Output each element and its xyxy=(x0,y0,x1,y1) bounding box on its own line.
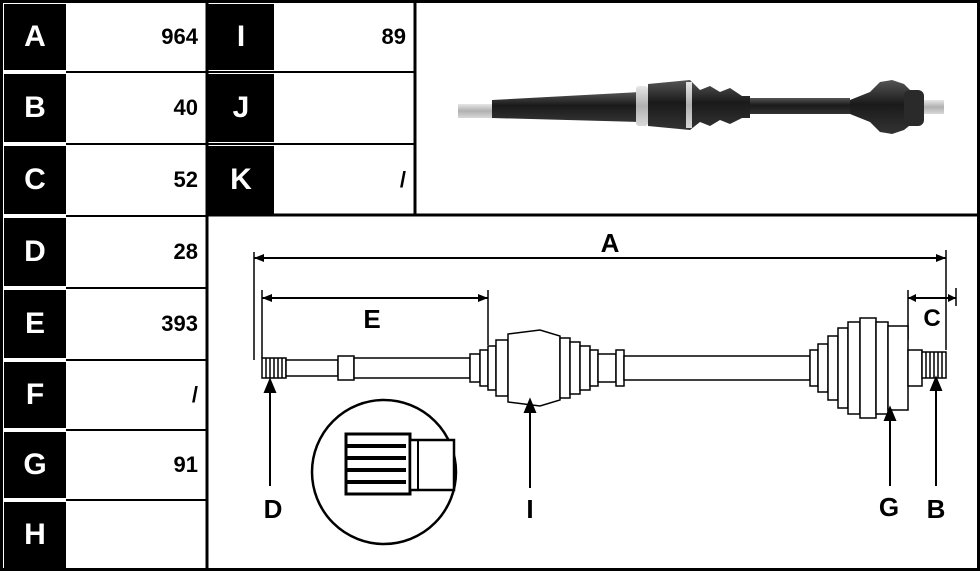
label-e: E xyxy=(363,304,380,334)
key-cell-h: H xyxy=(4,502,66,568)
key-cell-i: I xyxy=(208,4,274,70)
dimension-c: C xyxy=(907,288,957,340)
label-i: I xyxy=(526,494,533,524)
key-cell-a: A xyxy=(4,4,66,70)
value-cell-a: 964 xyxy=(68,4,206,70)
key-cell-j: J xyxy=(208,74,274,142)
value-cell-j xyxy=(276,74,414,142)
photo-bearing-ring xyxy=(636,86,648,126)
photo-left-stub xyxy=(458,104,492,118)
dimension-a: A xyxy=(253,228,947,360)
key-cell-k: K xyxy=(208,146,274,214)
key-cell-b: B xyxy=(4,74,66,142)
technical-diagram: A E C xyxy=(253,228,957,546)
pointer-g xyxy=(883,405,897,486)
key-cell-c: C xyxy=(4,146,66,214)
photo-right-stub xyxy=(924,100,944,114)
value-cell-e: 393 xyxy=(68,290,206,358)
key-cell-f: F xyxy=(4,362,66,428)
photo-inner-boot xyxy=(648,80,750,130)
value-cell-k: / xyxy=(276,146,414,214)
label-g: G xyxy=(879,492,899,522)
value-cell-c: 52 xyxy=(68,146,206,214)
value-cell-i: 89 xyxy=(276,4,414,70)
key-cell-d: D xyxy=(4,218,66,286)
key-cell-g: G xyxy=(4,432,66,498)
shaft-outline xyxy=(261,317,947,419)
driveshaft-photo xyxy=(458,80,944,134)
label-a: A xyxy=(601,228,620,258)
label-b: B xyxy=(927,494,946,524)
pointer-b xyxy=(929,375,943,486)
value-cell-h xyxy=(68,502,206,568)
value-cell-b: 40 xyxy=(68,74,206,142)
photo-outer-boot xyxy=(850,80,920,134)
pointer-i xyxy=(523,397,537,488)
key-cell-e: E xyxy=(4,290,66,358)
pointer-d xyxy=(263,377,277,486)
photo-mid-shaft xyxy=(750,98,850,114)
value-cell-d: 28 xyxy=(68,218,206,286)
photo-boot-band xyxy=(686,82,692,128)
label-c: C xyxy=(923,305,940,332)
dimension-e: E xyxy=(261,290,489,358)
label-d: D xyxy=(264,494,283,524)
value-cell-g: 91 xyxy=(68,432,206,498)
value-cell-f: / xyxy=(68,362,206,428)
spline-detail-inset xyxy=(310,398,458,546)
photo-abs-ring xyxy=(904,90,924,126)
photo-long-shaft xyxy=(492,92,640,122)
